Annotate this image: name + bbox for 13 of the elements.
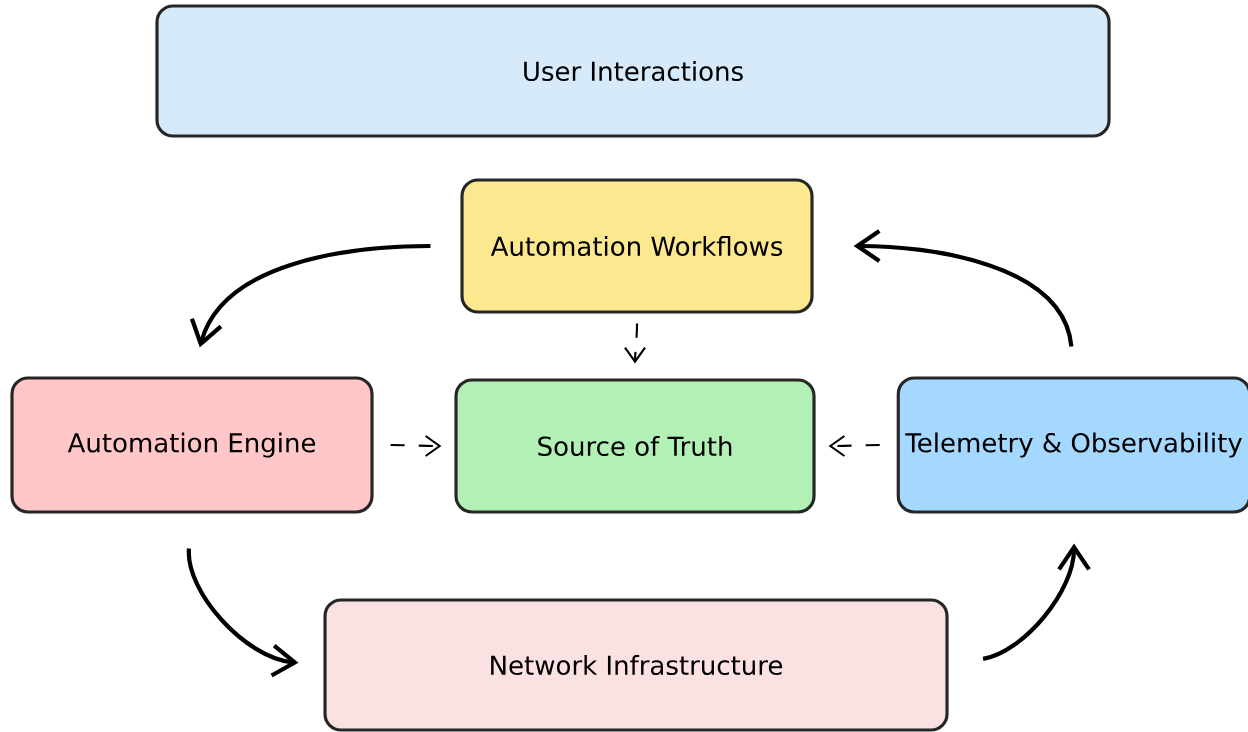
- arrow: [390, 435, 442, 457]
- arrow: [189, 243, 431, 348]
- arrow: [853, 229, 1074, 347]
- arrow: [186, 548, 299, 678]
- arrow: [828, 435, 880, 457]
- process-box: Network Infrastructure: [323, 598, 949, 732]
- process-box: User Interactions: [155, 4, 1111, 138]
- arrow: [624, 323, 646, 364]
- process-box: Automation Engine: [10, 376, 374, 514]
- arrow: [982, 543, 1091, 661]
- process-box: Automation Workflows: [460, 178, 814, 314]
- process-box: Source of Truth: [454, 378, 816, 514]
- process-box: Telemetry & Observability: [896, 376, 1248, 514]
